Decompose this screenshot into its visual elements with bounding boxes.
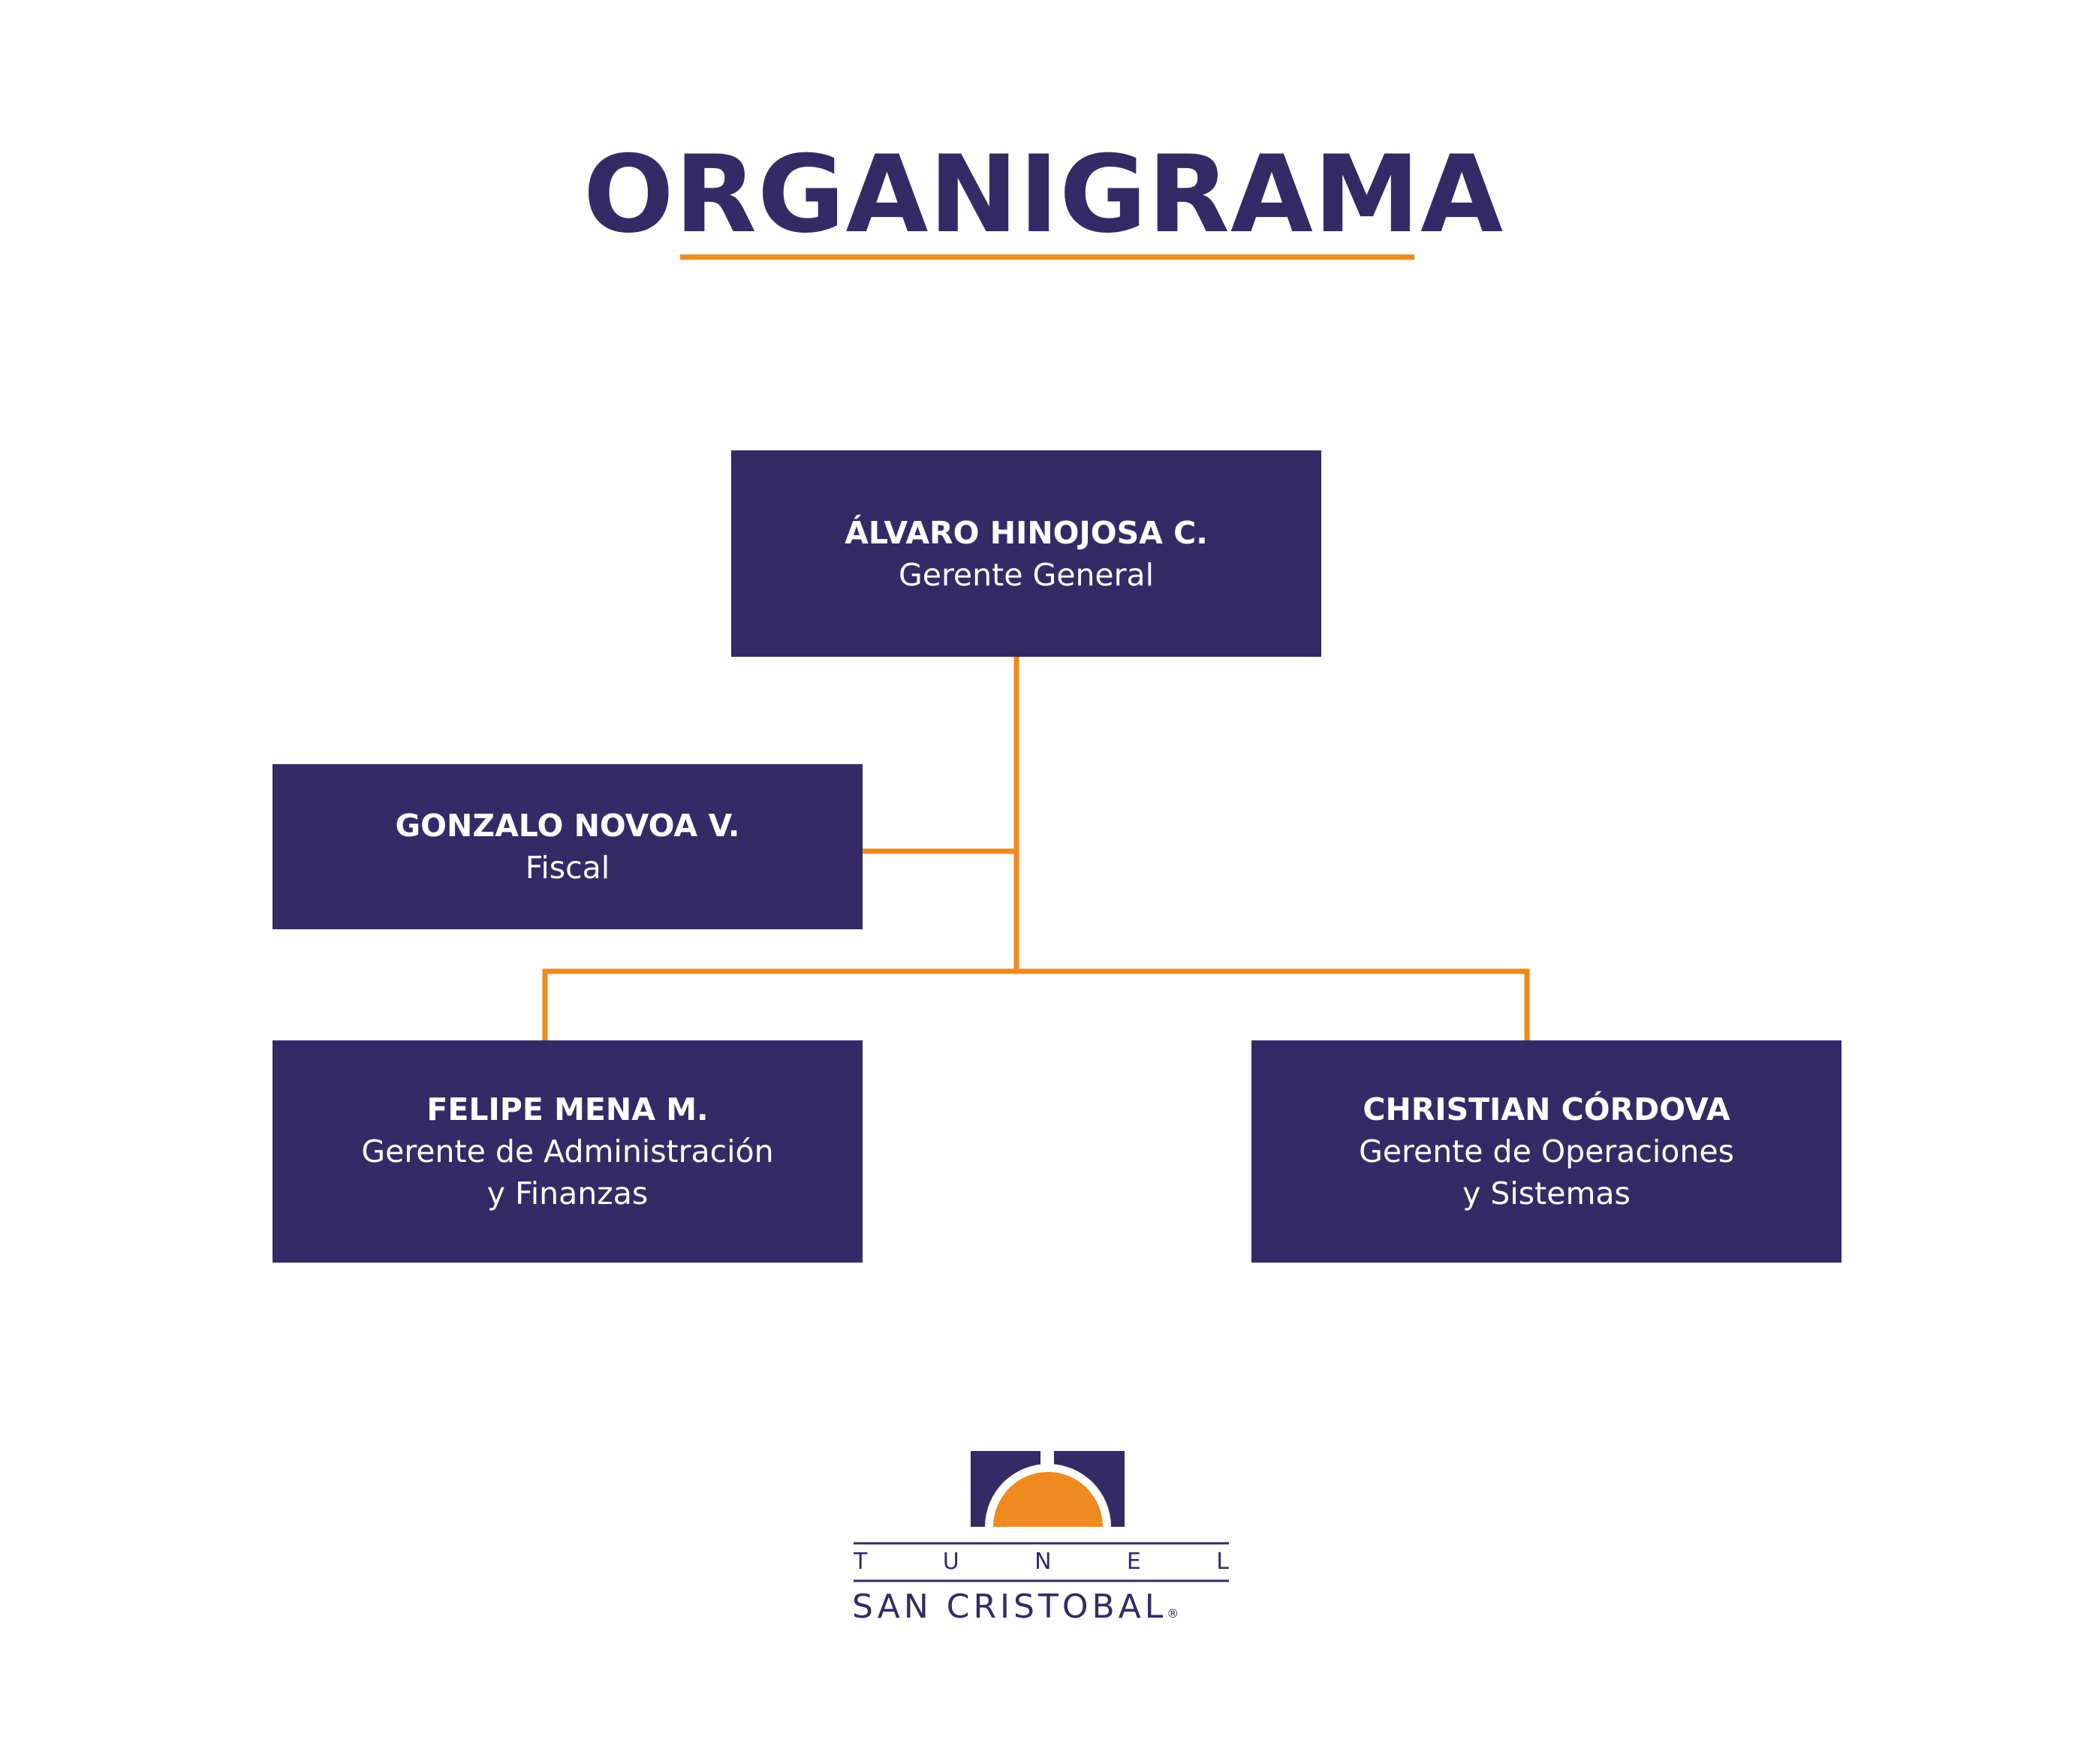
node-role: Gerente General: [898, 556, 1155, 593]
logo-name: SAN CRISTOBAL: [852, 1588, 1167, 1626]
tunnel-emblem-icon: [971, 1451, 1125, 1527]
logo-name-text: SAN CRISTOBAL®: [852, 1588, 1242, 1633]
logo-letter: U: [942, 1549, 959, 1575]
org-node-administration-finance: FELIPE MENA M. Gerente de Administración…: [273, 1040, 863, 1263]
node-name: GONZALO NOVOA V.: [395, 808, 740, 844]
logo-letter: L: [1216, 1549, 1229, 1575]
node-role: Gerente de Administración y Finanzas: [361, 1133, 774, 1212]
tunel-san-cristobal-logo: [854, 1451, 1229, 1582]
page-title: ORGANIGRAMA: [583, 133, 1504, 257]
node-name: ÁLVARO HINOJOSA C.: [845, 514, 1208, 551]
title-underline: [680, 254, 1414, 260]
logo-letter: T: [854, 1549, 868, 1575]
logo-letter: N: [1034, 1549, 1052, 1575]
registered-mark: ®: [1167, 1606, 1179, 1621]
org-node-general-manager: ÁLVARO HINOJOSA C. Gerente General: [731, 450, 1321, 657]
logo-letter: E: [1126, 1549, 1141, 1575]
logo-tunel-text: T U N E L: [854, 1549, 1229, 1575]
node-name: FELIPE MENA M.: [426, 1091, 709, 1127]
node-name: CHRISTIAN CÓRDOVA: [1363, 1091, 1730, 1127]
node-role: Gerente de Operaciones y Sistemas: [1359, 1133, 1734, 1212]
org-node-operations-systems: CHRISTIAN CÓRDOVA Gerente de Operaciones…: [1251, 1040, 1842, 1263]
node-role: Fiscal: [525, 850, 610, 886]
org-node-fiscal: GONZALO NOVOA V. Fiscal: [273, 764, 863, 929]
